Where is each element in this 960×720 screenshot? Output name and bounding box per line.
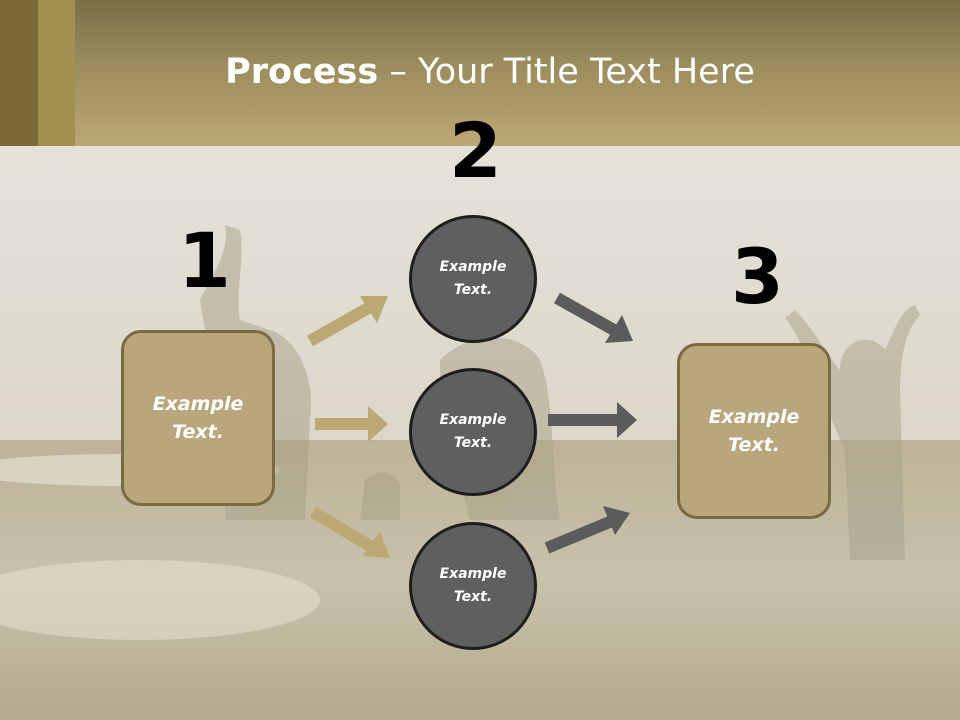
step-number-3: 3: [731, 232, 784, 321]
step3-box-text: Example Text.: [708, 405, 800, 457]
arrow-tan-down: [309, 506, 390, 558]
step2-circle-top: Example Text.: [409, 215, 537, 343]
title-rest: – Your Title Text Here: [378, 52, 755, 92]
header-accent-stripe: [0, 0, 38, 146]
step2-circle-middle: Example Text.: [409, 368, 537, 496]
step-number-1: 1: [178, 216, 231, 305]
step2-circle-bottom: Example Text.: [409, 522, 537, 650]
arrow-gray-down: [554, 292, 633, 343]
step3-box: Example Text.: [677, 343, 831, 519]
circle-text: Example Text.: [439, 258, 507, 298]
header-accent-stripe: [38, 0, 75, 146]
step1-box: Example Text.: [121, 330, 275, 506]
arrow-gray-up: [544, 506, 630, 554]
slide-title: Process – Your Title Text Here: [0, 52, 960, 92]
step-number-2: 2: [449, 106, 502, 195]
arrow-tan-up: [307, 296, 388, 347]
arrow-gray-right: [548, 402, 637, 438]
title-bold: Process: [225, 52, 379, 92]
circle-text: Example Text.: [439, 411, 507, 451]
arrow-tan-right: [315, 406, 388, 442]
circle-text: Example Text.: [439, 565, 507, 605]
step1-box-text: Example Text.: [152, 392, 244, 444]
header-bar: [0, 0, 960, 146]
